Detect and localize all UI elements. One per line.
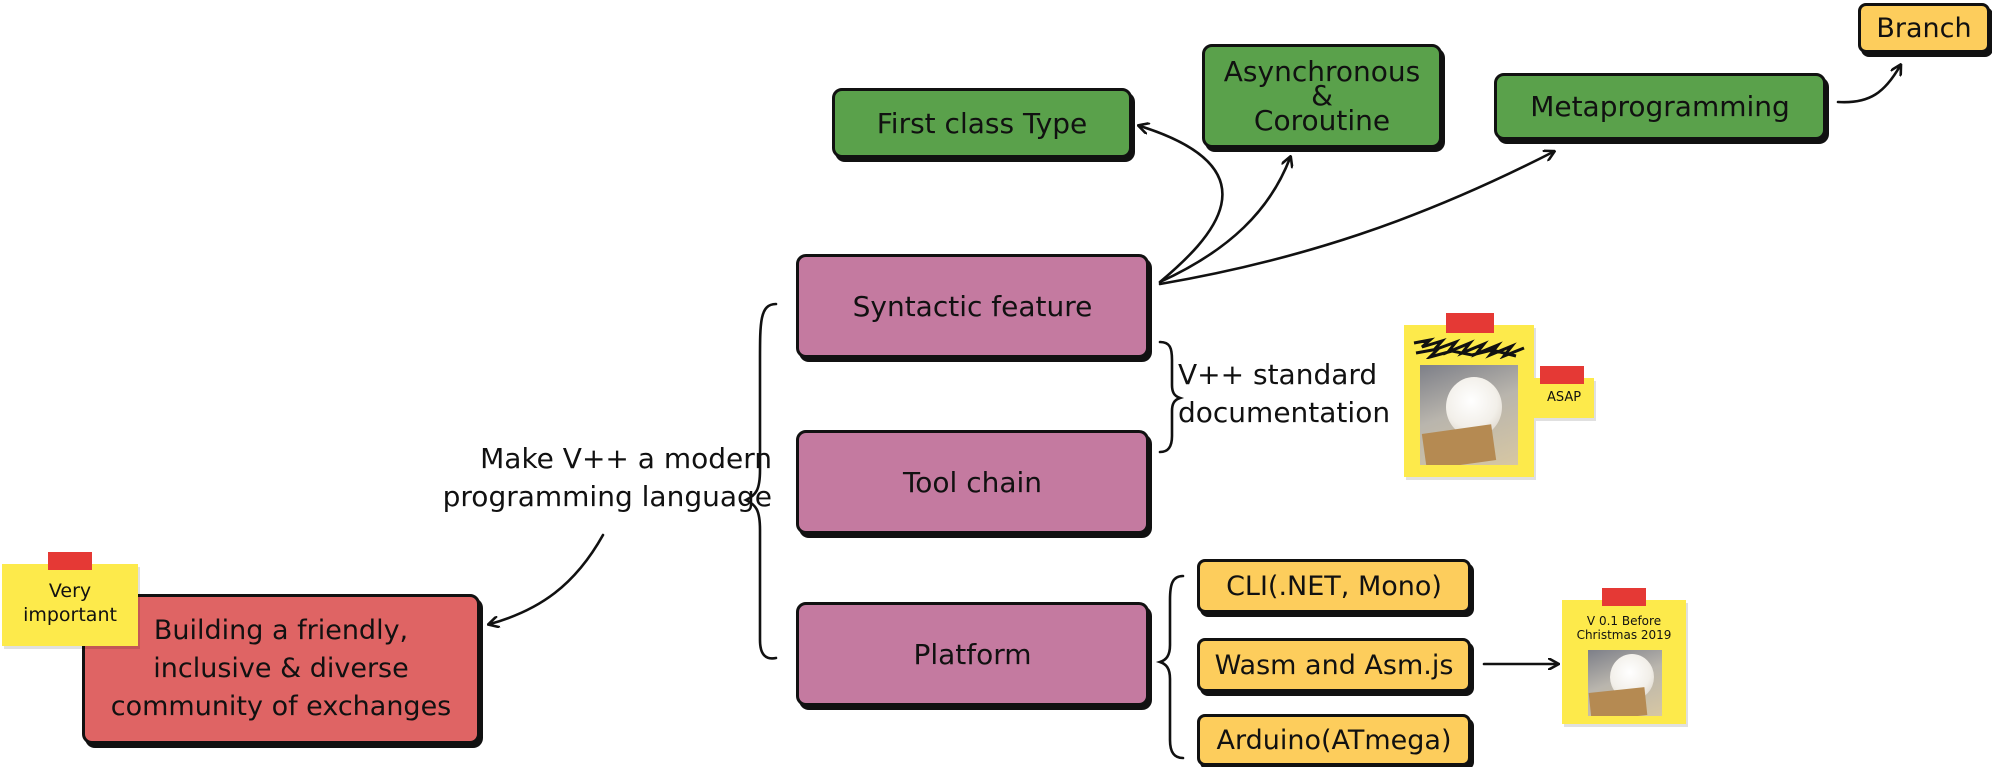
async-label-line1: Asynchronous — [1223, 54, 1421, 88]
brace-documentation — [1158, 340, 1185, 454]
documentation-text[interactable]: V++ standard documentation — [1178, 356, 1400, 432]
metaprogramming-node[interactable]: Metaprogramming — [1494, 73, 1826, 140]
arrow-syntactic-to-first-class — [1140, 126, 1224, 284]
scribble-icon — [1413, 337, 1525, 359]
documentation-photo-sticky-note[interactable] — [1404, 313, 1534, 477]
async-coroutine-node[interactable]: Asynchronous & Coroutine — [1202, 44, 1442, 148]
very-line2: important — [23, 603, 117, 626]
branch-label: Branch — [1876, 12, 1972, 44]
metaprogramming-label: Metaprogramming — [1530, 90, 1790, 123]
wasm-label: Wasm and Asm.js — [1214, 649, 1454, 681]
tape-icon — [1446, 313, 1494, 333]
goal-line1: Make V++ a modern — [480, 442, 772, 475]
community-label-line3: community of exchanges — [110, 690, 452, 722]
wasm-node[interactable]: Wasm and Asm.js — [1197, 638, 1471, 692]
platform-node[interactable]: Platform — [796, 602, 1149, 706]
asap-label: ASAP — [1546, 390, 1582, 405]
tape-icon — [1540, 366, 1584, 384]
doc-line2: documentation — [1178, 395, 1391, 429]
async-label-line3: Coroutine — [1253, 103, 1391, 137]
very-line1: Very — [48, 580, 92, 602]
goal-line2: programming language — [442, 479, 772, 513]
very-important-sticky-note[interactable]: Very important — [2, 552, 138, 646]
first-class-type-label: First class Type — [876, 106, 1088, 140]
arrow-syntactic-to-async — [1158, 158, 1290, 284]
arduino-label: Arduino(ATmega) — [1216, 724, 1452, 756]
doc-line1: V++ standard — [1178, 358, 1378, 391]
tool-chain-node[interactable]: Tool chain — [796, 430, 1149, 534]
goal-text[interactable]: Make V++ a modern programming language — [410, 440, 772, 516]
arrow-goal-to-community — [490, 533, 605, 624]
tape-icon — [1602, 588, 1646, 606]
brace-goal — [743, 302, 778, 660]
community-label-line1: Building a friendly, — [153, 615, 409, 647]
arduino-node[interactable]: Arduino(ATmega) — [1197, 714, 1471, 766]
branch-node[interactable]: Branch — [1858, 3, 1990, 53]
arrow-syntactic-to-meta — [1158, 152, 1553, 286]
tool-chain-label: Tool chain — [902, 465, 1043, 499]
brace-platform — [1155, 574, 1185, 760]
async-label-line2: & — [1311, 79, 1333, 113]
cli-node[interactable]: CLI(.NET, Mono) — [1197, 559, 1471, 613]
tape-icon — [48, 552, 92, 570]
v01-line1: V 0.1 Before — [1586, 614, 1662, 628]
community-label-line2: inclusive & diverse — [153, 653, 409, 685]
v01-sticky-note[interactable]: V 0.1 Before Christmas 2019 — [1562, 588, 1686, 724]
platform-label: Platform — [913, 637, 1032, 671]
syntactic-feature-label: Syntactic feature — [852, 289, 1093, 323]
cli-label: CLI(.NET, Mono) — [1226, 570, 1442, 602]
v01-line2: Christmas 2019 — [1576, 628, 1672, 643]
syntactic-feature-node[interactable]: Syntactic feature — [796, 254, 1149, 358]
cat-photo-image — [1588, 650, 1662, 716]
first-class-type-node[interactable]: First class Type — [832, 88, 1132, 158]
arrow-meta-to-branch — [1836, 66, 1900, 104]
cat-photo-image — [1420, 365, 1518, 465]
asap-sticky-note[interactable]: ASAP — [1534, 366, 1594, 418]
community-node[interactable]: Building a friendly, inclusive & diverse… — [82, 594, 480, 744]
